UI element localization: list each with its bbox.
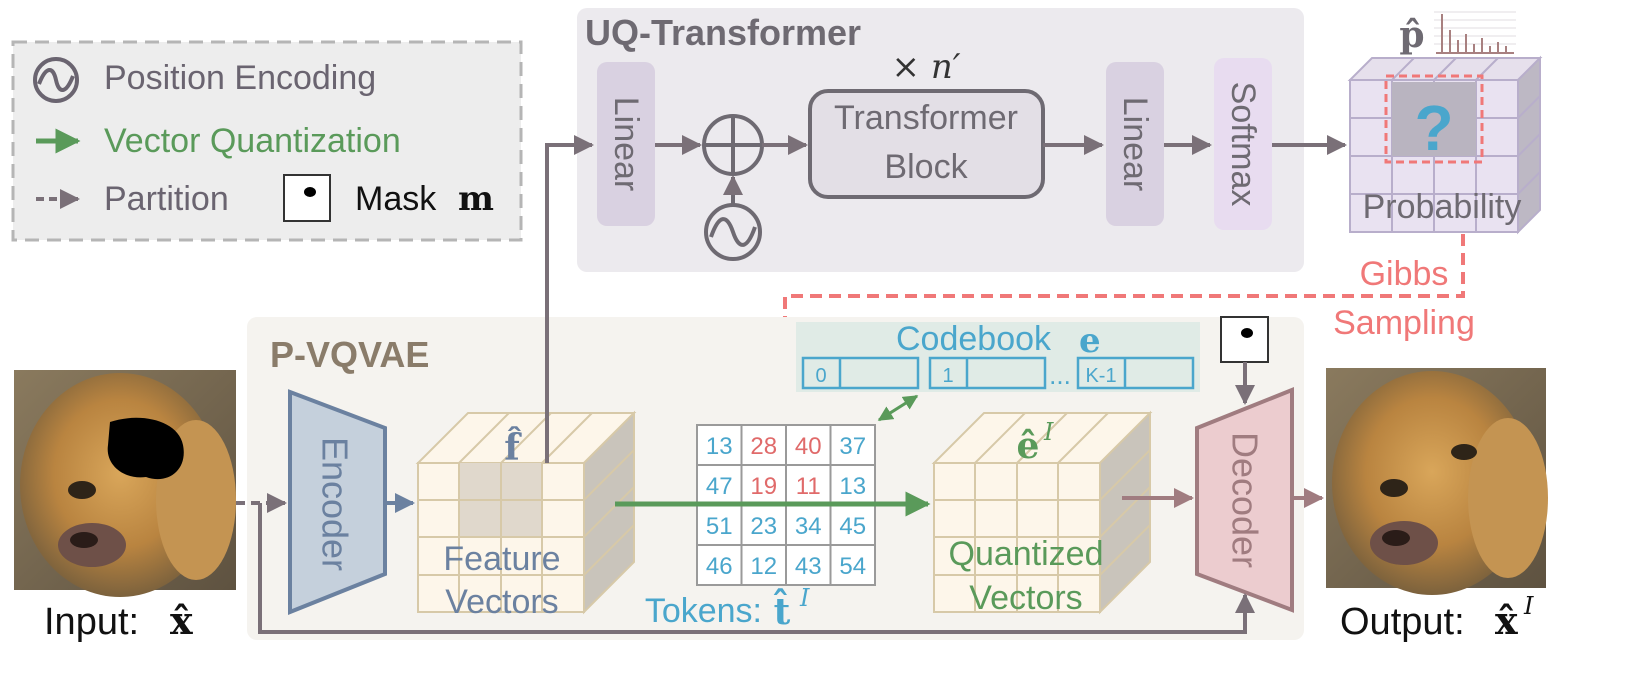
linear-out-block bbox=[1106, 62, 1164, 226]
token: 37 bbox=[839, 433, 866, 460]
tokens-superscript: I bbox=[799, 584, 810, 612]
feature-vectors-cube bbox=[415, 410, 637, 615]
p-hat-symbol: p̂ bbox=[1399, 14, 1424, 56]
uq-transformer-panel: UQ-Transformer Linear Transformer Block … bbox=[577, 8, 1347, 272]
output-symbol: x̂ bbox=[1495, 598, 1518, 643]
output-image bbox=[1326, 368, 1548, 595]
p-vqvae-title: P-VQVAE bbox=[270, 334, 429, 375]
input-symbol: x̂ bbox=[170, 598, 193, 643]
token: 47 bbox=[706, 473, 733, 500]
codebook-index-1: 1 bbox=[942, 365, 953, 387]
legend-vector-quantization: Vector Quantization bbox=[104, 122, 401, 160]
feature-label-line1: Feature bbox=[443, 540, 560, 578]
input-label: Input: bbox=[44, 601, 139, 643]
skip-connection-arrow bbox=[258, 503, 1255, 634]
quantized-label-line2: Vectors bbox=[969, 579, 1082, 617]
quantized-vectors-cube bbox=[931, 410, 1153, 615]
token: 51 bbox=[706, 513, 733, 540]
e-hat-symbol: ê bbox=[1017, 425, 1040, 467]
gibbs-label-line1: Gibbs bbox=[1360, 255, 1449, 293]
output-superscript: I bbox=[1523, 592, 1534, 620]
codebook-label: Codebook bbox=[896, 320, 1052, 358]
position-encoding-icon bbox=[33, 57, 79, 103]
mask-icon bbox=[283, 174, 331, 222]
legend-partition: Partition bbox=[104, 180, 229, 218]
linear-out-label: Linear bbox=[1116, 97, 1154, 192]
codebook-ellipsis: ... bbox=[1049, 360, 1071, 390]
histogram-icon bbox=[1434, 11, 1516, 54]
decoder-label: Decoder bbox=[1225, 432, 1266, 568]
codebook-symbol: e bbox=[1079, 321, 1101, 361]
softmax-block bbox=[1214, 58, 1272, 230]
feature-to-transformer-arrow bbox=[545, 135, 594, 463]
softmax-label: Softmax bbox=[1224, 82, 1262, 207]
p-vqvae-panel: P-VQVAE Codebook e 0 1 ... K-1 Encoder bbox=[247, 316, 1304, 640]
output-label: Output: bbox=[1340, 601, 1465, 643]
legend: Position Encoding Vector Quantization Pa… bbox=[11, 40, 523, 242]
mask-icon bbox=[1220, 316, 1269, 363]
codebook-entry-k bbox=[1076, 356, 1195, 390]
masked-token: 28 bbox=[750, 433, 777, 460]
encoder-label: Encoder bbox=[315, 437, 356, 571]
token: 34 bbox=[795, 513, 822, 540]
probability-label: Probability bbox=[1363, 188, 1522, 226]
input-image bbox=[14, 370, 236, 597]
transformer-block-line1: Transformer bbox=[834, 99, 1018, 137]
e-hat-superscript: I bbox=[1043, 418, 1054, 446]
token: 12 bbox=[750, 553, 777, 580]
add-icon bbox=[702, 114, 764, 176]
encoder-block bbox=[288, 389, 387, 615]
decoder-block bbox=[1195, 387, 1294, 613]
f-hat-symbol: f̂ bbox=[504, 426, 522, 469]
codebook-index-0: 0 bbox=[815, 365, 826, 387]
token: 13 bbox=[839, 473, 866, 500]
probability-cube: ? Probability bbox=[1347, 55, 1543, 235]
uq-transformer-title: UQ-Transformer bbox=[585, 12, 861, 53]
legend-mask-label: Mask bbox=[355, 180, 437, 218]
codebook-index-k: K-1 bbox=[1085, 365, 1116, 387]
token: 43 bbox=[795, 553, 822, 580]
token: 23 bbox=[750, 513, 777, 540]
quantized-label-line1: Quantized bbox=[949, 535, 1104, 573]
token: 46 bbox=[706, 553, 733, 580]
codebook-lookup-arrow bbox=[877, 394, 919, 422]
repeat-label: × n′ bbox=[892, 47, 961, 87]
legend-position-encoding: Position Encoding bbox=[104, 59, 376, 97]
transformer-block-line2: Block bbox=[884, 148, 968, 186]
token: 54 bbox=[839, 553, 866, 580]
codebook-entry-1 bbox=[928, 356, 1047, 390]
linear-in-block bbox=[597, 62, 655, 226]
gibbs-label-line2: Sampling bbox=[1333, 304, 1475, 342]
feature-label-line2: Vectors bbox=[445, 583, 558, 621]
token: 13 bbox=[706, 433, 733, 460]
codebook-entry-0 bbox=[801, 356, 920, 390]
masked-region bbox=[1392, 82, 1476, 156]
masked-token: 40 bbox=[795, 433, 822, 460]
legend-box bbox=[11, 40, 523, 242]
masked-token: 11 bbox=[796, 473, 821, 500]
token: 45 bbox=[839, 513, 866, 540]
tokens-symbol: t̂ bbox=[773, 588, 790, 633]
masked-token: 19 bbox=[750, 473, 777, 500]
linear-in-label: Linear bbox=[607, 97, 645, 192]
input-mask-region bbox=[107, 417, 184, 480]
tokens-label: Tokens: bbox=[645, 592, 762, 630]
question-mark: ? bbox=[1414, 92, 1453, 164]
legend-mask-symbol: m bbox=[458, 179, 494, 219]
